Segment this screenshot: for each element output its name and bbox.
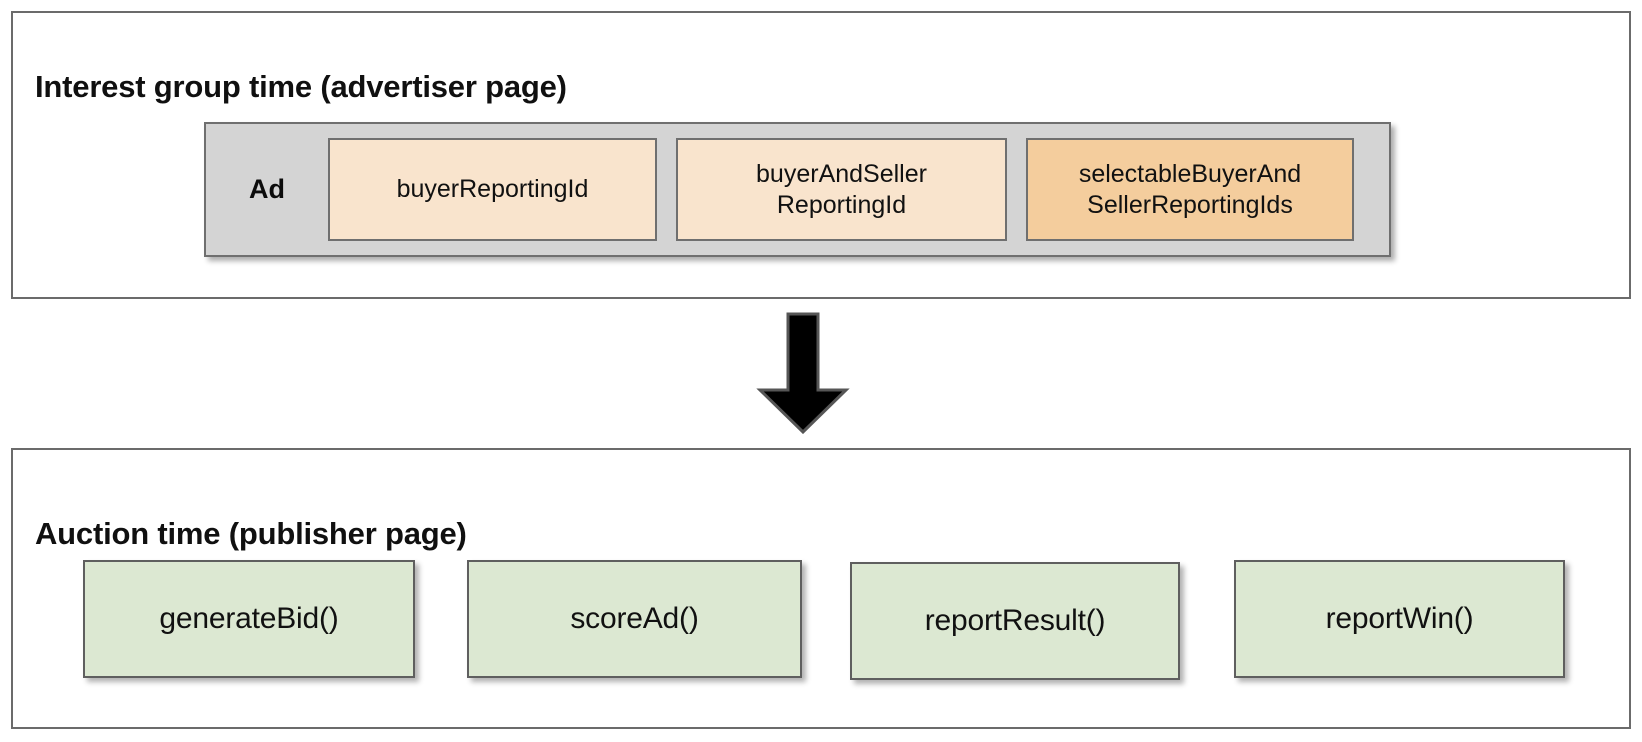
reporting-id-box-buyer-and-seller-reporting-id[interactable]: buyerAndSeller ReportingId — [676, 138, 1007, 241]
function-box-score-ad[interactable]: scoreAd() — [467, 560, 802, 678]
section-title-auction-time: Auction time (publisher page) — [35, 515, 467, 551]
function-box-label: scoreAd() — [570, 602, 699, 635]
section-auction-time: Auction time (publisher page) generateBi… — [11, 448, 1631, 729]
reporting-id-label: buyerReportingId — [396, 175, 589, 204]
reporting-id-label-line-2: SellerReportingIds — [1087, 190, 1293, 219]
function-box-report-result[interactable]: reportResult() — [850, 562, 1180, 680]
section-interest-group-time: Interest group time (advertiser page) Ad… — [11, 11, 1631, 299]
ad-group-container: Ad buyerReportingId buyerAndSeller Repor… — [204, 122, 1391, 257]
down-arrow-icon — [756, 312, 850, 435]
function-box-label: generateBid() — [159, 602, 339, 635]
flow-connector — [755, 312, 851, 435]
reporting-id-label-line-2: ReportingId — [776, 190, 907, 219]
reporting-id-box-buyer-reporting-id[interactable]: buyerReportingId — [328, 138, 657, 241]
section-title-interest-group-time: Interest group time (advertiser page) — [35, 68, 567, 104]
reporting-id-box-list: buyerReportingId buyerAndSeller Reportin… — [328, 138, 1389, 241]
function-box-label: reportWin() — [1325, 602, 1474, 635]
auction-function-box-list: generateBid() scoreAd() reportResult() r… — [13, 450, 1629, 727]
reporting-id-label: selectableBuyerAnd SellerReportingIds — [1079, 159, 1301, 220]
reporting-id-label-line-1: buyerAndSeller — [756, 160, 927, 188]
function-box-generate-bid[interactable]: generateBid() — [83, 560, 415, 678]
reporting-id-box-selectable-buyer-and-seller-reporting-ids[interactable]: selectableBuyerAnd SellerReportingIds — [1026, 138, 1354, 241]
ad-group-label: Ad — [249, 174, 285, 204]
reporting-id-label: buyerAndSeller ReportingId — [756, 159, 927, 220]
reporting-id-label-line-1: selectableBuyerAnd — [1078, 160, 1302, 188]
function-box-label: reportResult() — [924, 604, 1106, 637]
function-box-report-win[interactable]: reportWin() — [1234, 560, 1565, 678]
